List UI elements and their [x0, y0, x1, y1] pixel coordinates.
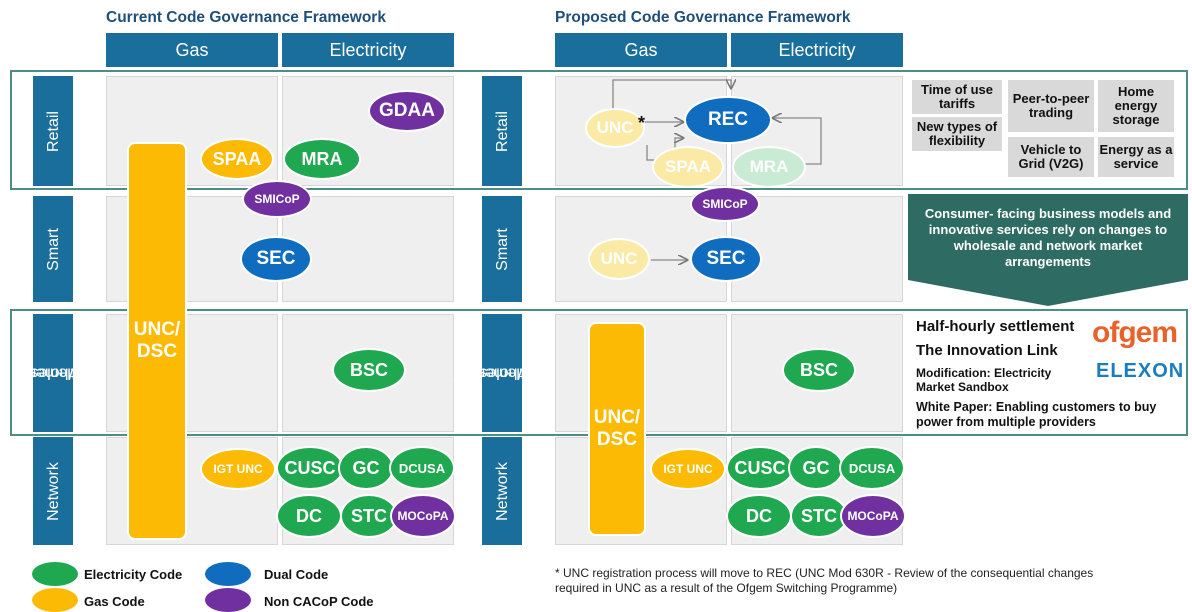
- legend-dual-swatch: [205, 562, 251, 586]
- current-electricity-header: Electricity: [282, 33, 454, 67]
- cusc-code: CUSC: [726, 446, 794, 490]
- cell: [731, 196, 903, 302]
- legend-electricity-swatch: [32, 562, 78, 586]
- proposed-framework-title: Proposed Code Governance Framework: [555, 9, 851, 26]
- innovation-energy-as-service: Energy as a service: [1098, 137, 1174, 177]
- unc-footnote-star: *: [638, 113, 646, 133]
- row-label-network: Network: [33, 437, 73, 545]
- cell: [282, 196, 454, 302]
- arrow-text: Consumer- facing business models and inn…: [924, 206, 1172, 269]
- proposed-arrows: [612, 70, 822, 310]
- row-label-wholesale: Wholesale/Settlement: [5, 314, 100, 432]
- row-label-smart: Smart: [33, 196, 73, 302]
- legend-non-cacop-label: Non CACoP Code: [264, 594, 374, 609]
- cusc-code: CUSC: [276, 446, 344, 490]
- gc-code: GC: [338, 446, 394, 490]
- row-label-retail: Retail: [482, 76, 522, 186]
- legend-gas-swatch: [32, 588, 78, 612]
- retail-band: [10, 70, 1188, 190]
- smicop-code: SMICoP: [690, 186, 760, 222]
- elexon-logo: ELEXON: [1096, 360, 1185, 382]
- innovation-time-of-use: Time of use tariffs: [912, 80, 1002, 114]
- footnote: * UNC registration process will move to …: [555, 566, 1094, 595]
- dc-code: DC: [276, 494, 342, 538]
- row-label-network: Network: [482, 437, 522, 545]
- gc-code: GC: [788, 446, 844, 490]
- bsc-code: BSC: [782, 348, 856, 392]
- proposed-electricity-header: Electricity: [731, 33, 903, 67]
- dcusa-code: DCUSA: [389, 446, 455, 490]
- ofgem-logo: ofgem: [1092, 316, 1178, 349]
- innovation-link-text: The Innovation Link: [916, 342, 1058, 359]
- unc-faded-code: UNC: [588, 238, 650, 280]
- mocopa-code: MOCoPA: [840, 494, 906, 538]
- current-framework-title: Current Code Governance Framework: [106, 9, 386, 26]
- mra-code: MRA: [283, 138, 361, 180]
- legend-non-cacop-swatch: [205, 588, 251, 612]
- dcusa-code: DCUSA: [839, 446, 905, 490]
- current-gas-header: Gas: [106, 33, 278, 67]
- bsc-code: BSC: [332, 348, 406, 392]
- legend-electricity-label: Electricity Code: [84, 567, 183, 582]
- spaa-faded-code: SPAA: [652, 146, 724, 188]
- innovation-v2g: Vehicle to Grid (V2G): [1008, 137, 1094, 177]
- row-label-wholesale: Wholesale/Settlement: [454, 314, 549, 432]
- innovation-home-storage: Home energy storage: [1098, 80, 1174, 132]
- unc-dsc-code: UNC/ DSC: [588, 322, 646, 536]
- mra-faded-code: MRA: [732, 146, 806, 188]
- white-paper-text: White Paper: Enabling customers to buy p…: [916, 400, 1157, 429]
- mocopa-code: MOCoPA: [390, 494, 456, 538]
- spaa-code: SPAA: [200, 138, 274, 180]
- igt-unc-code: IGT UNC: [650, 448, 726, 490]
- unc-faded-code: UNC: [585, 108, 645, 148]
- innovation-peer-to-peer: Peer-to-peer trading: [1008, 80, 1094, 132]
- half-hourly-text: Half-hourly settlement: [916, 318, 1075, 335]
- down-arrow-shape: [908, 194, 1188, 306]
- sec-code: SEC: [690, 236, 762, 282]
- wholesale-panel: [912, 316, 1186, 434]
- igt-unc-code: IGT UNC: [200, 448, 276, 490]
- smicop-code: SMICoP: [242, 180, 312, 218]
- legend-gas-label: Gas Code: [84, 594, 145, 609]
- unc-dsc-code: UNC/ DSC: [127, 142, 187, 540]
- modification-text: Modification: Electricity Market Sandbox: [916, 366, 1052, 394]
- sec-code: SEC: [240, 236, 312, 282]
- legend-dual-label: Dual Code: [264, 567, 329, 582]
- innovation-new-flexibility: New types of flexibility: [912, 117, 1002, 151]
- row-label-retail: Retail: [33, 76, 73, 186]
- dc-code: DC: [726, 494, 792, 538]
- proposed-gas-header: Gas: [555, 33, 727, 67]
- cell: [731, 314, 903, 432]
- row-label-smart: Smart: [482, 196, 522, 302]
- rec-code: REC: [684, 96, 772, 144]
- gdaa-code: GDAA: [368, 90, 446, 132]
